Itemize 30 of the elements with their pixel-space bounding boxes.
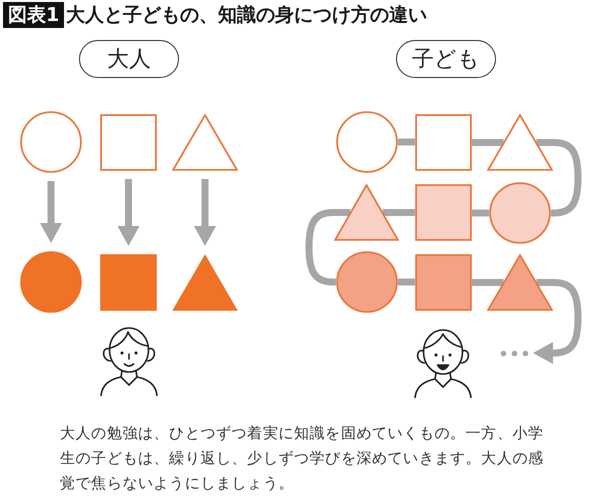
connector-line: [382, 209, 415, 216]
diagram-title: 大人と子どもの、知識の身につけ方の違い: [66, 3, 427, 28]
group-heading-pill: 大人: [79, 40, 179, 78]
arrow: [40, 181, 62, 243]
pale-circle: [489, 182, 551, 244]
connector-line: [472, 279, 504, 286]
outlined-square: [415, 114, 472, 171]
connector-line: [472, 210, 489, 216]
pale-triangle: [334, 184, 399, 241]
shaded-square: [415, 254, 472, 311]
arrow: [118, 179, 140, 246]
outlined-square: [100, 114, 157, 171]
filled-circle: [20, 251, 82, 313]
shaded-circle: [336, 251, 398, 313]
caption-text: 大人の勉強は、ひとつずつ着実に知識を固めていくもの。一方、小学生の子どもは、繰り返し、少しずつ学びを深めていきます。大人の感覚で焦らないようにしましょう。: [60, 423, 545, 494]
group-heading-pill: 子ども: [396, 40, 496, 78]
filled-triangle: [172, 254, 238, 311]
connector-line: [472, 139, 504, 146]
outlined-circle: [336, 111, 398, 173]
connector-line: [398, 278, 415, 286]
outlined-triangle: [487, 114, 553, 171]
outlined-circle: [20, 111, 82, 173]
figure-number-label: 図表1: [3, 2, 64, 28]
shaded-triangle: [487, 254, 553, 311]
filled-square: [100, 254, 157, 311]
pale-square: [415, 184, 472, 241]
arrow: [194, 179, 216, 246]
connector-line: [398, 138, 415, 146]
outlined-triangle: [172, 114, 238, 171]
arrow: [533, 279, 582, 364]
